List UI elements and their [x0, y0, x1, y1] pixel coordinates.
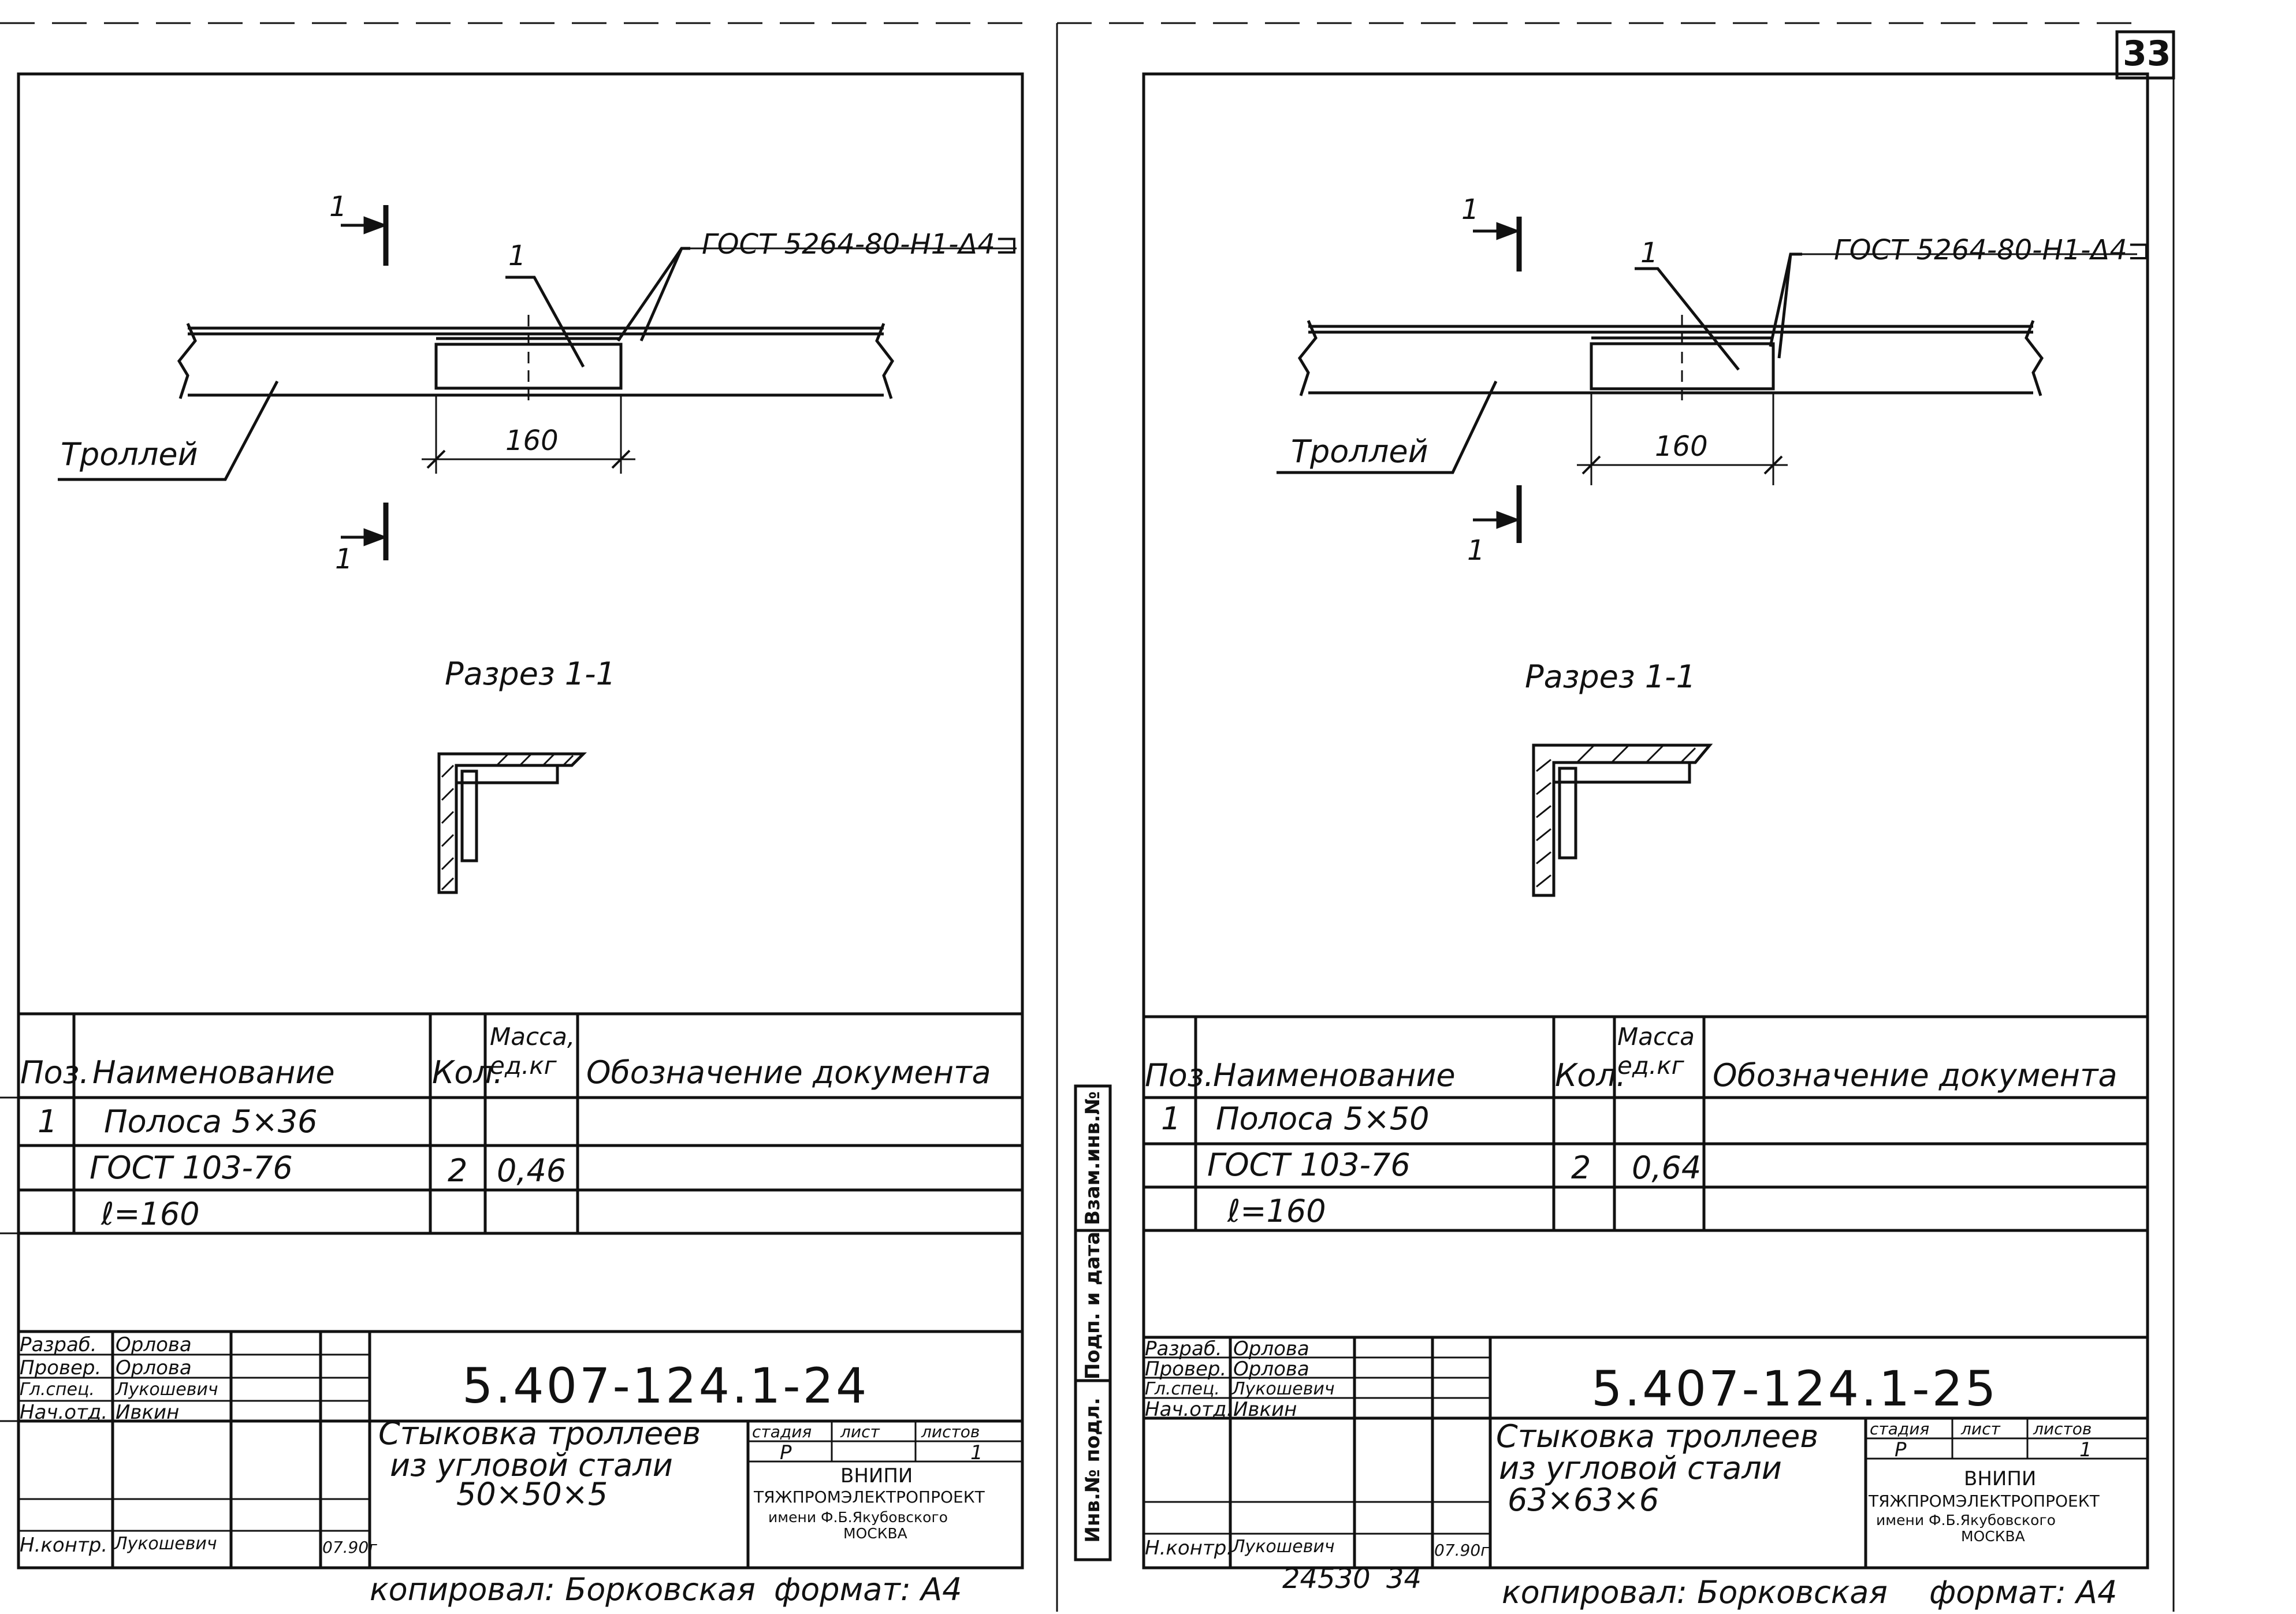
role-6-name: Лукошевич	[114, 1534, 217, 1554]
spec-header-doc: Обозначение документа	[586, 1054, 991, 1091]
copied-by: копировал: Борковская	[370, 1571, 756, 1608]
stage-header-stage: стадия	[752, 1422, 812, 1441]
title-line-2: из угловой стали	[390, 1447, 673, 1483]
role-6: Н.контр.	[1145, 1537, 1233, 1560]
section-title: Разрез 1-1	[1525, 659, 1696, 695]
role-4: Нач.отд.	[1145, 1398, 1233, 1421]
sign-date: 07.90г	[322, 1538, 377, 1557]
role-3-name: Лукошевич	[116, 1379, 218, 1400]
org-line-4: МОСКВА	[843, 1525, 907, 1542]
spec-header-pos: Поз.	[1145, 1057, 1214, 1094]
role-2: Провер.	[1145, 1358, 1227, 1381]
spec-row-1-name: Полоса 5×50	[1216, 1100, 1430, 1137]
spec-header-qty: Кол.	[1555, 1057, 1627, 1094]
spec-header-doc: Обозначение документа	[1713, 1057, 2118, 1094]
title-line-3: 50×50×5	[456, 1476, 608, 1512]
page-number: 33	[2123, 34, 2171, 74]
side-stamp-replace: Взам.инв.№	[1081, 1091, 1104, 1225]
trolley-label: Троллей	[1291, 433, 1428, 470]
side-stamp-sign-date: Подп. и дата	[1081, 1231, 1104, 1380]
role-4-name: Ивкин	[1233, 1398, 1297, 1421]
format-label: формат: А4	[774, 1571, 962, 1608]
title-line-1: Стыковка троллеев	[378, 1415, 701, 1452]
side-stamp-inv: Инв.№ подл.	[1081, 1397, 1104, 1543]
role-1-name: Орлова	[116, 1333, 192, 1356]
trolley-label: Троллей	[61, 436, 198, 473]
archive-number: 24530	[1282, 1563, 1371, 1595]
archive-page: 34	[1386, 1563, 1422, 1595]
spec-header-mass: Масса, ед.кг	[490, 1022, 575, 1080]
spec-header-name: Наименование	[92, 1054, 335, 1091]
dimension-label: 160	[505, 425, 559, 457]
dimension-label: 160	[1655, 430, 1708, 463]
sign-date: 07.90г	[1434, 1541, 1489, 1560]
weld-label: ГОСТ 5264-80-Н1-Δ4⊐	[702, 228, 1019, 261]
spec-row-2-qty: 2	[1571, 1150, 1591, 1186]
org-line-3: имени Ф.Б.Якубовского	[1876, 1512, 2056, 1529]
role-2: Провер.	[20, 1356, 102, 1379]
role-3-name: Лукошевич	[1232, 1379, 1335, 1399]
spec-row-3-name: ℓ=160	[101, 1196, 200, 1232]
role-6-name: Лукошевич	[1232, 1537, 1335, 1557]
section-mark-top: 1	[329, 191, 347, 223]
role-1: Разраб.	[1145, 1337, 1222, 1360]
role-1-name: Орлова	[1233, 1337, 1309, 1360]
role-6: Н.контр.	[20, 1534, 108, 1557]
spec-row-2-name: ГОСТ 103-76	[90, 1150, 293, 1186]
org-line-1: ВНИПИ	[840, 1464, 913, 1487]
stage-header-stage: стадия	[1870, 1419, 1930, 1438]
spec-row-1-pos: 1	[1161, 1100, 1181, 1137]
title-line-2: из угловой стали	[1499, 1450, 1782, 1486]
position-label: 1	[508, 240, 526, 272]
spec-row-2-mass: 0,64	[1632, 1150, 1702, 1186]
role-1: Разраб.	[20, 1333, 97, 1356]
spec-header-mass: Масса ед.кг	[1617, 1022, 1695, 1080]
org-line-4: МОСКВА	[1961, 1528, 2025, 1545]
section-mark-top: 1	[1461, 194, 1479, 226]
stage-header-sheets: листов	[2033, 1419, 2092, 1438]
position-label: 1	[1640, 237, 1658, 269]
role-2-name: Орлова	[116, 1356, 192, 1379]
spec-row-1-pos: 1	[38, 1103, 58, 1140]
title-line-1: Стыковка троллеев	[1496, 1418, 1819, 1455]
weld-label: ГОСТ 5264-80-Н1-Δ4⊐	[1834, 234, 2151, 266]
copied-by: копировал: Борковская	[1502, 1574, 1888, 1611]
stage-value: Р	[780, 1441, 792, 1464]
doc-code: 5.407-124.1-25	[1591, 1360, 1999, 1417]
spec-row-1-name: Полоса 5×36	[104, 1103, 318, 1140]
spec-row-3-name: ℓ=160	[1227, 1193, 1326, 1229]
section-title: Разрез 1-1	[445, 656, 616, 692]
format-label: формат: А4	[1929, 1574, 2118, 1611]
spec-row-2-name: ГОСТ 103-76	[1207, 1147, 1411, 1183]
title-line-3: 63×63×6	[1508, 1482, 1659, 1518]
sheets-value: 1	[970, 1441, 983, 1464]
org-line-3: имени Ф.Б.Якубовского	[768, 1509, 948, 1526]
spec-header-name: Наименование	[1213, 1057, 1456, 1094]
org-line-2: ТЯЖПРОМЭЛЕКТРОПРОЕКТ	[754, 1487, 985, 1507]
spec-row-2-qty: 2	[448, 1152, 468, 1189]
role-4-name: Ивкин	[116, 1401, 180, 1424]
sheets-value: 1	[2079, 1438, 2092, 1461]
section-mark-bottom: 1	[335, 543, 353, 575]
spec-row-2-mass: 0,46	[497, 1152, 567, 1189]
role-3: Гл.спец.	[1145, 1379, 1220, 1399]
org-line-1: ВНИПИ	[1964, 1467, 2037, 1490]
org-line-2: ТЯЖПРОМЭЛЕКТРОПРОЕКТ	[1869, 1492, 2100, 1511]
section-mark-bottom: 1	[1467, 534, 1485, 567]
stage-header-sheet: лист	[1961, 1419, 2000, 1438]
stage-value: Р	[1895, 1438, 1907, 1461]
spec-header-pos: Поз.	[20, 1054, 90, 1091]
spec-header-qty: Кол.	[432, 1054, 504, 1091]
stage-header-sheets: листов	[921, 1422, 980, 1441]
role-2-name: Орлова	[1233, 1358, 1309, 1381]
stage-header-sheet: лист	[840, 1422, 880, 1441]
role-4: Нач.отд.	[20, 1401, 108, 1424]
doc-code: 5.407-124.1-24	[462, 1358, 869, 1414]
role-3: Гл.спец.	[20, 1379, 95, 1400]
